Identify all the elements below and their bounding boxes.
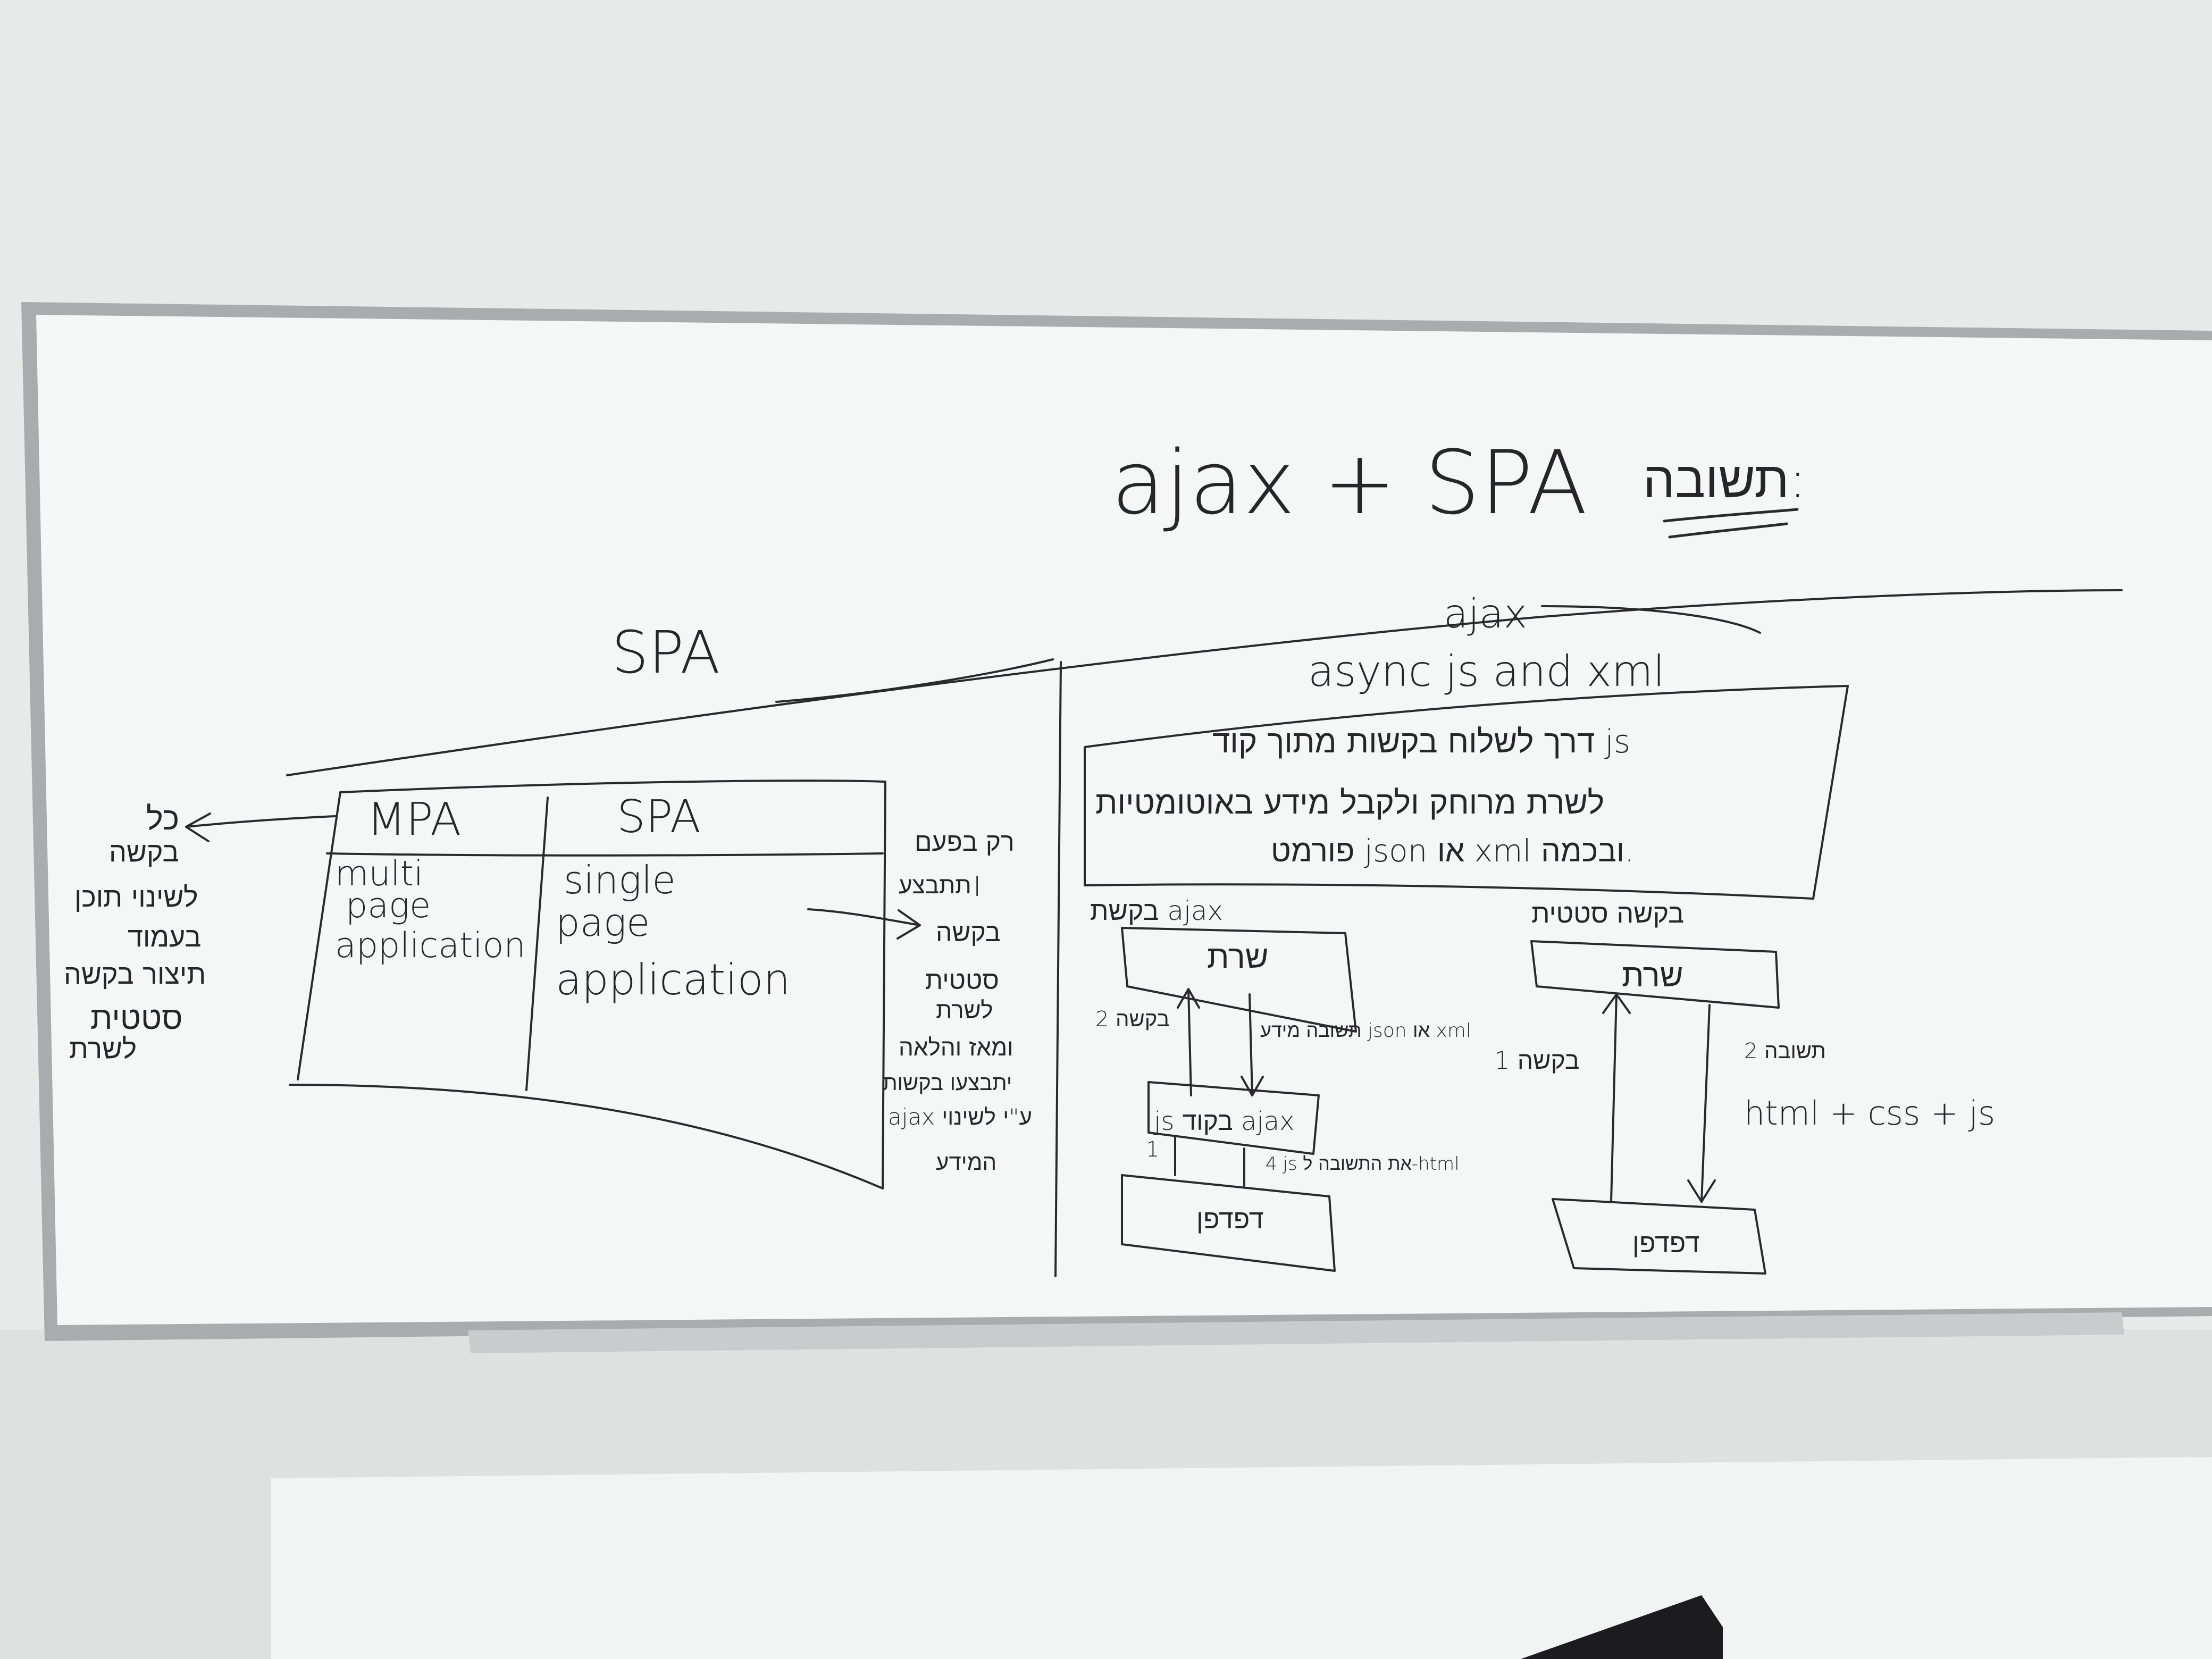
middle-note-7: ומאז והלאה — [899, 1034, 1013, 1061]
static-response-label: html + css + js — [1744, 1094, 1995, 1133]
middle-arrow — [807, 908, 921, 940]
mpa-row-2: page — [346, 886, 431, 926]
table-header-spa: SPA — [617, 791, 701, 843]
board-title: ajax + SPA — [1111, 432, 1587, 534]
middle-note-4: בקשה — [936, 918, 1001, 948]
static-response-arrow — [1700, 1004, 1711, 1203]
ajax-middle-label: js בקוד ajax — [1153, 1107, 1295, 1136]
spa-row-2: page — [556, 900, 650, 945]
mpa-row-3: application — [335, 926, 526, 966]
definition-line-2: לשרת מרוחק ולקבל מידע באוטומטיות — [1095, 784, 1604, 822]
static-server-box — [1530, 940, 1780, 1009]
lower-panel — [271, 1457, 2212, 1659]
ajax-heading: ajax — [1444, 590, 1527, 637]
left-note-4: בעמוד — [128, 921, 201, 953]
ajax-response-arrowhead — [1241, 1076, 1264, 1096]
board-surface — [36, 315, 2212, 1325]
ajax-step-3: תשובה מידע json או xml — [1260, 1020, 1471, 1042]
ajax-request-arrowhead — [1177, 988, 1200, 1009]
comparison-table-frame — [289, 780, 886, 1189]
middle-note-3: תתבצע — [899, 872, 971, 899]
middle-note-10: המידע — [936, 1149, 996, 1175]
ajax-server-box — [1121, 927, 1357, 1033]
middle-note-6: לשרת — [936, 997, 993, 1024]
static-client-label: דפדפן — [1632, 1228, 1699, 1259]
left-note-6: סטטית — [90, 1000, 183, 1037]
table-header-mpa: MPA — [367, 793, 461, 846]
ajax-expansion: async js and xml — [1308, 647, 1665, 696]
middle-note-8: יתבצעו בקשות — [883, 1071, 1012, 1095]
ajax-response-arrow — [1249, 993, 1253, 1096]
middle-note-5: סטטית — [925, 966, 999, 995]
definition-line-1: דרך לשלוח בקשות מתוך קוד js — [1212, 723, 1630, 760]
board-title-prefix: תשובה: — [1643, 451, 1806, 509]
ajax-step-1: 1 — [1146, 1137, 1159, 1162]
left-arrow — [185, 812, 336, 842]
static-request-arrow — [1610, 993, 1618, 1203]
middle-note-9: ajax ע"י לשינוי — [888, 1104, 1032, 1130]
ajax-step-4: 4 js את התשובה ל-html — [1266, 1153, 1460, 1175]
left-note-3: לשינוי תוכן — [74, 882, 198, 914]
mpa-row-1: multi — [335, 854, 423, 894]
static-client-box — [1552, 1198, 1766, 1275]
ajax-client-label: דפדפן — [1196, 1204, 1263, 1235]
static-flow-label: בקשה סטטית — [1531, 898, 1684, 929]
static-response-arrowhead — [1687, 1179, 1716, 1203]
spa-header: SPA — [611, 618, 720, 686]
ajax-step-2: 2 בקשה — [1095, 1007, 1169, 1032]
spa-row-3: application — [556, 955, 790, 1004]
ajax-middle-box — [1147, 1081, 1320, 1155]
ajax-request-arrow — [1187, 988, 1192, 1096]
static-request-arrowhead — [1602, 993, 1631, 1014]
left-note-1: כל — [146, 800, 179, 837]
middle-note-1: רק בפעם — [915, 827, 1015, 857]
ajax-flow-label: בקשת ajax — [1090, 895, 1223, 926]
marker-tray — [468, 1312, 2124, 1353]
definition-line-3: פורמט json או xml ובכמה. — [1271, 833, 1634, 869]
middle-note-2: I — [973, 871, 981, 903]
ajax-arrow-curve — [775, 605, 1761, 703]
left-note-7: לשרת — [69, 1033, 137, 1065]
static-step-2: 2 תשובה — [1744, 1039, 1826, 1063]
ajax-client-box — [1121, 1174, 1336, 1272]
left-note-5: תיצור בקשה — [64, 959, 206, 991]
static-server-label: שרת — [1622, 957, 1683, 994]
definition-box — [1084, 685, 1849, 900]
title-underline — [1663, 508, 1799, 539]
left-note-2: בקשה — [109, 836, 179, 868]
vertical-divider — [1054, 661, 1062, 1277]
ajax-server-label: שרת — [1207, 939, 1269, 976]
divider-curve — [286, 589, 2123, 776]
static-step-1: 1 בקשה — [1494, 1046, 1579, 1075]
spa-row-1: single — [564, 858, 676, 902]
monitor-edge — [1521, 1595, 1723, 1659]
